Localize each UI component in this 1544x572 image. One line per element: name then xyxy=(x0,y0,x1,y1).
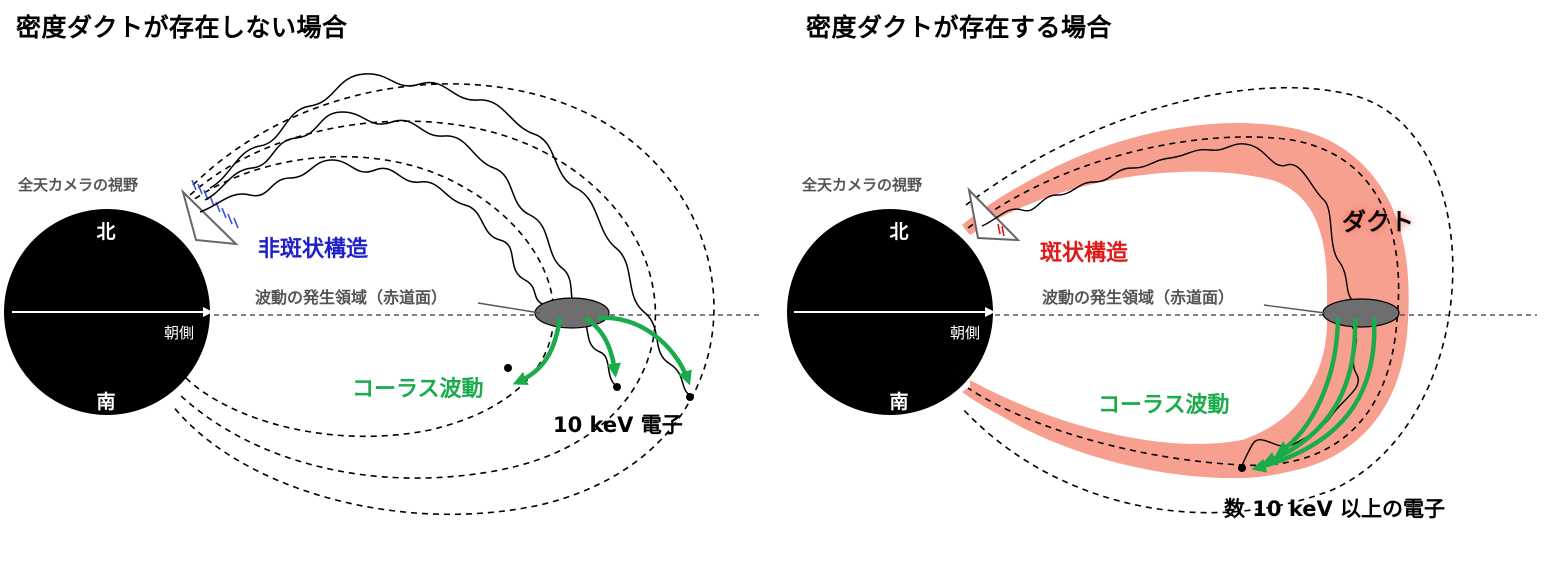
dawn-side-label: 朝側 xyxy=(164,324,194,342)
diagram-no-duct: 北 南 朝側 全天カメラの視野 非斑状構造 波動の発生領域（赤道面） xyxy=(4,73,760,516)
chorus-label: コーラス波動 xyxy=(352,377,484,402)
electron-dot xyxy=(504,364,512,372)
source-region-leader xyxy=(477,302,541,314)
camera-fov xyxy=(967,186,1021,242)
electron-dot xyxy=(1238,464,1246,472)
wave-path xyxy=(199,159,546,306)
duct-label: ダクト xyxy=(1342,208,1414,236)
chorus-arrow xyxy=(1275,317,1341,456)
chorus-arrow xyxy=(1261,317,1358,466)
north-label: 北 xyxy=(889,221,908,243)
panel-no-density-duct: 密度ダクトが存在しない場合 北 南 朝側 xyxy=(4,13,760,516)
camera-fov xyxy=(181,179,239,246)
chorus-arrow xyxy=(512,317,563,386)
camera-hatch xyxy=(191,179,239,229)
source-region-leader xyxy=(1263,304,1326,314)
diagram-with-duct: 北 南 朝側 全天カメラの視野 斑状構造 ダクト ダクト 波動の発生領域（赤道面… xyxy=(787,86,1537,521)
structure-label: 斑状構造 xyxy=(1040,240,1128,266)
field-line xyxy=(967,136,1400,467)
wave-source-region xyxy=(534,297,610,329)
magnetic-field-lines xyxy=(961,86,1454,514)
chorus-arrow xyxy=(597,315,692,386)
chorus-arrow xyxy=(1251,317,1377,473)
field-line xyxy=(171,83,715,516)
south-label: 南 xyxy=(889,391,908,413)
chorus-label: コーラス波動 xyxy=(1098,393,1230,418)
panel-with-density-duct: 密度ダクトが存在する場合 北 南 朝側 xyxy=(772,0,1544,572)
camera-fov-label: 全天カメラの視野 xyxy=(17,176,138,194)
electron-label: 数 10 keV 以上の電子 xyxy=(1224,497,1445,521)
wave-source-region xyxy=(1322,298,1400,328)
electron-dot xyxy=(686,393,694,401)
electrons xyxy=(504,364,694,401)
wave-path xyxy=(209,73,691,396)
field-line xyxy=(961,86,1454,514)
source-region-label: 波動の発生領域（赤道面） xyxy=(255,288,447,307)
chorus-wave-arrows xyxy=(1251,317,1377,473)
dawn-side-label: 朝側 xyxy=(950,324,980,342)
north-label: 北 xyxy=(96,221,115,243)
source-region-label: 波動の発生領域（赤道面） xyxy=(1042,288,1234,307)
wave-propagation-paths xyxy=(199,73,691,396)
camera-fov-label: 全天カメラの視野 xyxy=(801,176,922,194)
chorus-wave-arrows xyxy=(512,315,692,386)
duct-label-glow: ダクト xyxy=(1342,208,1414,236)
south-label: 南 xyxy=(96,391,115,413)
chorus-arrow xyxy=(583,316,621,378)
panel-title: 密度ダクトが存在しない場合 xyxy=(16,13,348,42)
structure-label: 非斑状構造 xyxy=(258,236,368,262)
camera-hatch xyxy=(997,223,1005,237)
panel-title: 密度ダクトが存在する場合 xyxy=(806,13,1113,42)
electron-dot xyxy=(613,383,621,391)
electron-label: 10 keV 電子 xyxy=(553,413,683,437)
